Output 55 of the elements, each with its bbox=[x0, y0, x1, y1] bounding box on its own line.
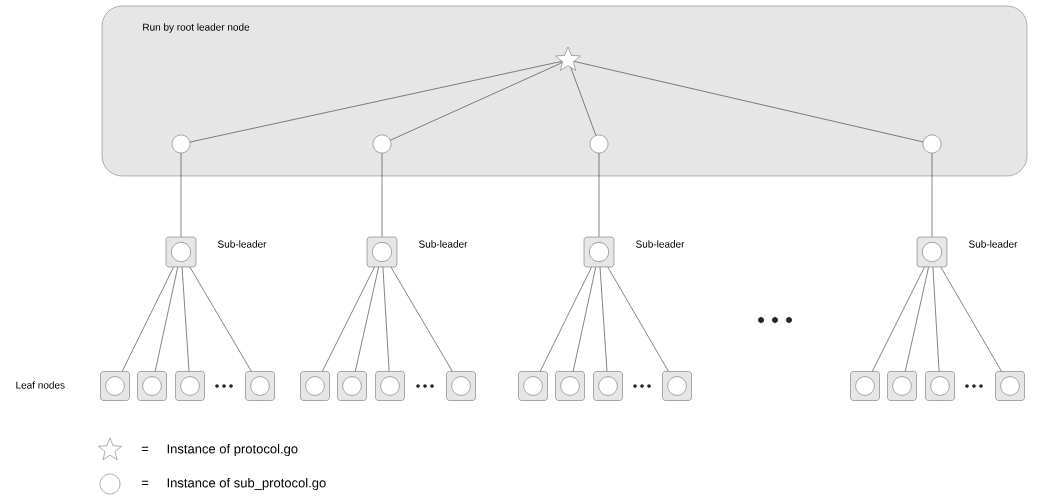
connector-line bbox=[572, 266, 596, 372]
connector-line bbox=[607, 266, 669, 372]
leaf-box bbox=[100, 371, 130, 401]
leaf-box bbox=[375, 371, 405, 401]
equals-sign: = bbox=[141, 446, 149, 451]
connector-line bbox=[905, 266, 929, 372]
leaf-box bbox=[887, 371, 917, 401]
leaf-box bbox=[137, 371, 167, 401]
connector-line bbox=[931, 152, 933, 238]
node-caption: Sub-leader bbox=[969, 240, 1018, 248]
leaf-box bbox=[995, 371, 1025, 401]
node-caption: Sub-leader bbox=[419, 240, 468, 248]
connector-line bbox=[872, 266, 925, 372]
connector-line bbox=[154, 266, 178, 372]
row-label: Leaf nodes bbox=[16, 381, 65, 389]
leaf-box bbox=[662, 371, 692, 401]
connector-line bbox=[189, 266, 252, 372]
connector-line bbox=[121, 266, 174, 372]
connector-line bbox=[180, 152, 182, 238]
leaf-box bbox=[175, 371, 205, 401]
circle-symbol bbox=[589, 134, 609, 154]
connector-line bbox=[932, 266, 940, 372]
connector-line bbox=[189, 61, 563, 143]
leaf-box bbox=[850, 371, 880, 401]
legend-text: Instance of protocol.go bbox=[167, 443, 298, 457]
connector-line bbox=[599, 266, 608, 372]
connector-line bbox=[322, 266, 375, 372]
node-caption: Sub-leader bbox=[636, 240, 685, 248]
leaf-box bbox=[446, 371, 476, 401]
leaf-box bbox=[518, 371, 548, 401]
connector-line bbox=[390, 266, 453, 372]
connector-line bbox=[390, 62, 563, 141]
legend-text: Instance of sub_protocol.go bbox=[167, 477, 326, 491]
connector-line bbox=[598, 152, 600, 238]
region-box: Run by root leader node bbox=[101, 5, 1028, 177]
leaf-box bbox=[925, 371, 955, 401]
connector-line bbox=[355, 266, 379, 372]
leaf-box bbox=[245, 371, 275, 401]
circle-symbol bbox=[171, 134, 191, 154]
connector-line bbox=[570, 67, 597, 136]
leaf-box bbox=[337, 371, 367, 401]
connector-line bbox=[382, 266, 390, 372]
connector-line bbox=[573, 61, 924, 143]
circle-symbol bbox=[372, 134, 392, 154]
leaf-box bbox=[300, 371, 330, 401]
leaf-box bbox=[593, 371, 623, 401]
equals-sign: = bbox=[141, 480, 149, 485]
leaf-box bbox=[555, 371, 585, 401]
connector-line bbox=[539, 266, 592, 372]
circle-symbol bbox=[922, 134, 942, 154]
connector-line bbox=[940, 266, 1002, 372]
star-symbol bbox=[555, 46, 581, 71]
connector-line bbox=[181, 266, 190, 372]
connector-line bbox=[381, 152, 383, 238]
node-caption: Sub-leader bbox=[218, 240, 267, 248]
